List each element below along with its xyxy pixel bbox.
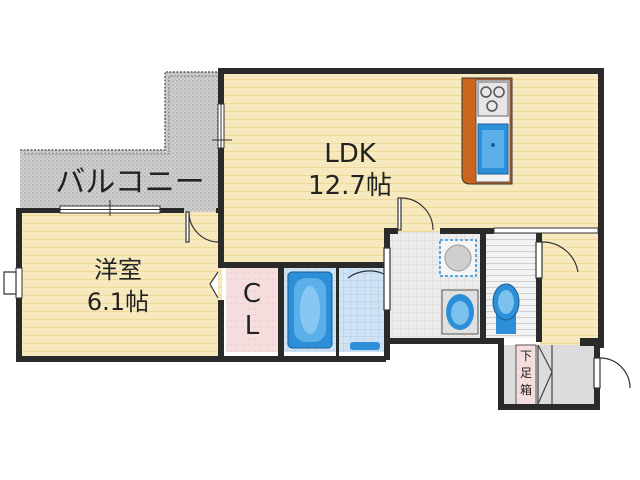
walls [16,68,604,410]
shoe-box-label-3: 箱 [520,382,532,397]
bathtub-icon [287,271,333,349]
balcony-label: バルコニー [55,165,204,200]
ldk-label: LDK [324,139,377,169]
bath-wash-area [338,268,388,352]
western-room-floor [20,212,222,358]
closet-label-l: L [245,311,260,341]
toilet-icon [492,283,520,334]
shoe-box-label-1: 下 [520,349,532,363]
shoe-box-label-2: 足 [520,366,532,380]
washing-machine-icon [439,239,477,277]
western-room-size: 6.1帖 [87,288,149,316]
closet [226,268,278,352]
hall-floor [540,230,600,345]
sink-icon [477,123,509,175]
ldk-size: 12.7帖 [308,171,392,201]
shower-icon [350,342,380,350]
stove-icon [477,81,509,117]
windows [15,103,599,299]
western-room-label: 洋室 [94,256,142,284]
kitchen [461,77,513,185]
washbasin-icon [441,289,479,335]
door-swing-icon [3,197,631,405]
closet-label-c: C [243,279,261,309]
balcony [20,71,222,212]
